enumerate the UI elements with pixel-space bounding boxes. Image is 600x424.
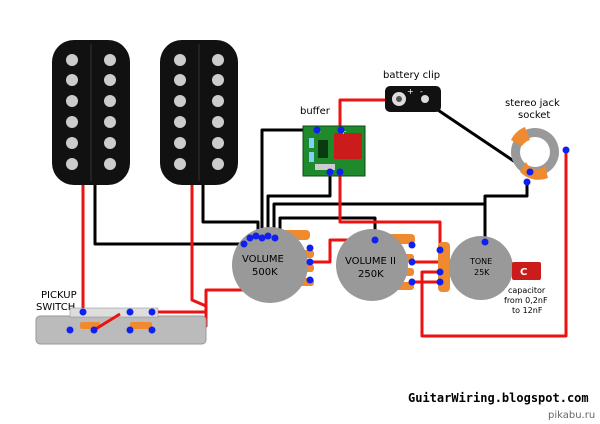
- battery-clip: + -: [385, 86, 441, 112]
- pickup-switch-label-line2: SWITCH: [36, 302, 75, 313]
- website-credit: GuitarWiring.blogspot.com: [408, 391, 589, 405]
- buffer-label: buffer: [300, 106, 331, 117]
- pickup-switch: [35, 307, 207, 345]
- pickup-switch-label-line1: PICKUP: [41, 290, 77, 301]
- tone-label-line2: 25K: [474, 268, 490, 277]
- pole-pieces: [66, 54, 116, 170]
- pole-pieces: [174, 54, 224, 170]
- battery-plus-label: +: [407, 87, 414, 96]
- solder-points: [66, 126, 570, 334]
- tone-label-line1: TONE: [469, 257, 492, 266]
- capacitor: C: [512, 262, 541, 280]
- capacitor-symbol: C: [520, 267, 527, 278]
- volume-pot: VOLUME 500K: [232, 227, 314, 303]
- stereo-jack-socket: [511, 127, 559, 180]
- volume-label-line1: VOLUME: [242, 254, 284, 265]
- volume-ii-pot: VOLUME II 250K: [336, 229, 415, 301]
- buffer-board: - +: [302, 125, 366, 177]
- battery-minus-label: -: [420, 87, 423, 96]
- volume-label-line2: 500K: [252, 267, 278, 278]
- bridge-humbucker: [160, 40, 238, 185]
- capacitor-label-line2: from 0,2nF: [504, 296, 548, 305]
- capacitor-label-line3: to 12nF: [512, 306, 543, 315]
- tone-pot: TONE 25K: [438, 236, 513, 300]
- volume-ii-label-line1: VOLUME II: [345, 256, 396, 267]
- stereo-jack-label-line1: stereo jack: [505, 98, 560, 109]
- watermark: pikabu.ru: [548, 410, 595, 421]
- battery-clip-label: battery clip: [383, 70, 440, 81]
- stereo-jack-label-line2: socket: [518, 110, 550, 121]
- neck-humbucker: [52, 40, 130, 185]
- volume-ii-label-line2: 250K: [358, 269, 384, 280]
- capacitor-label-line1: capacitor: [508, 286, 546, 295]
